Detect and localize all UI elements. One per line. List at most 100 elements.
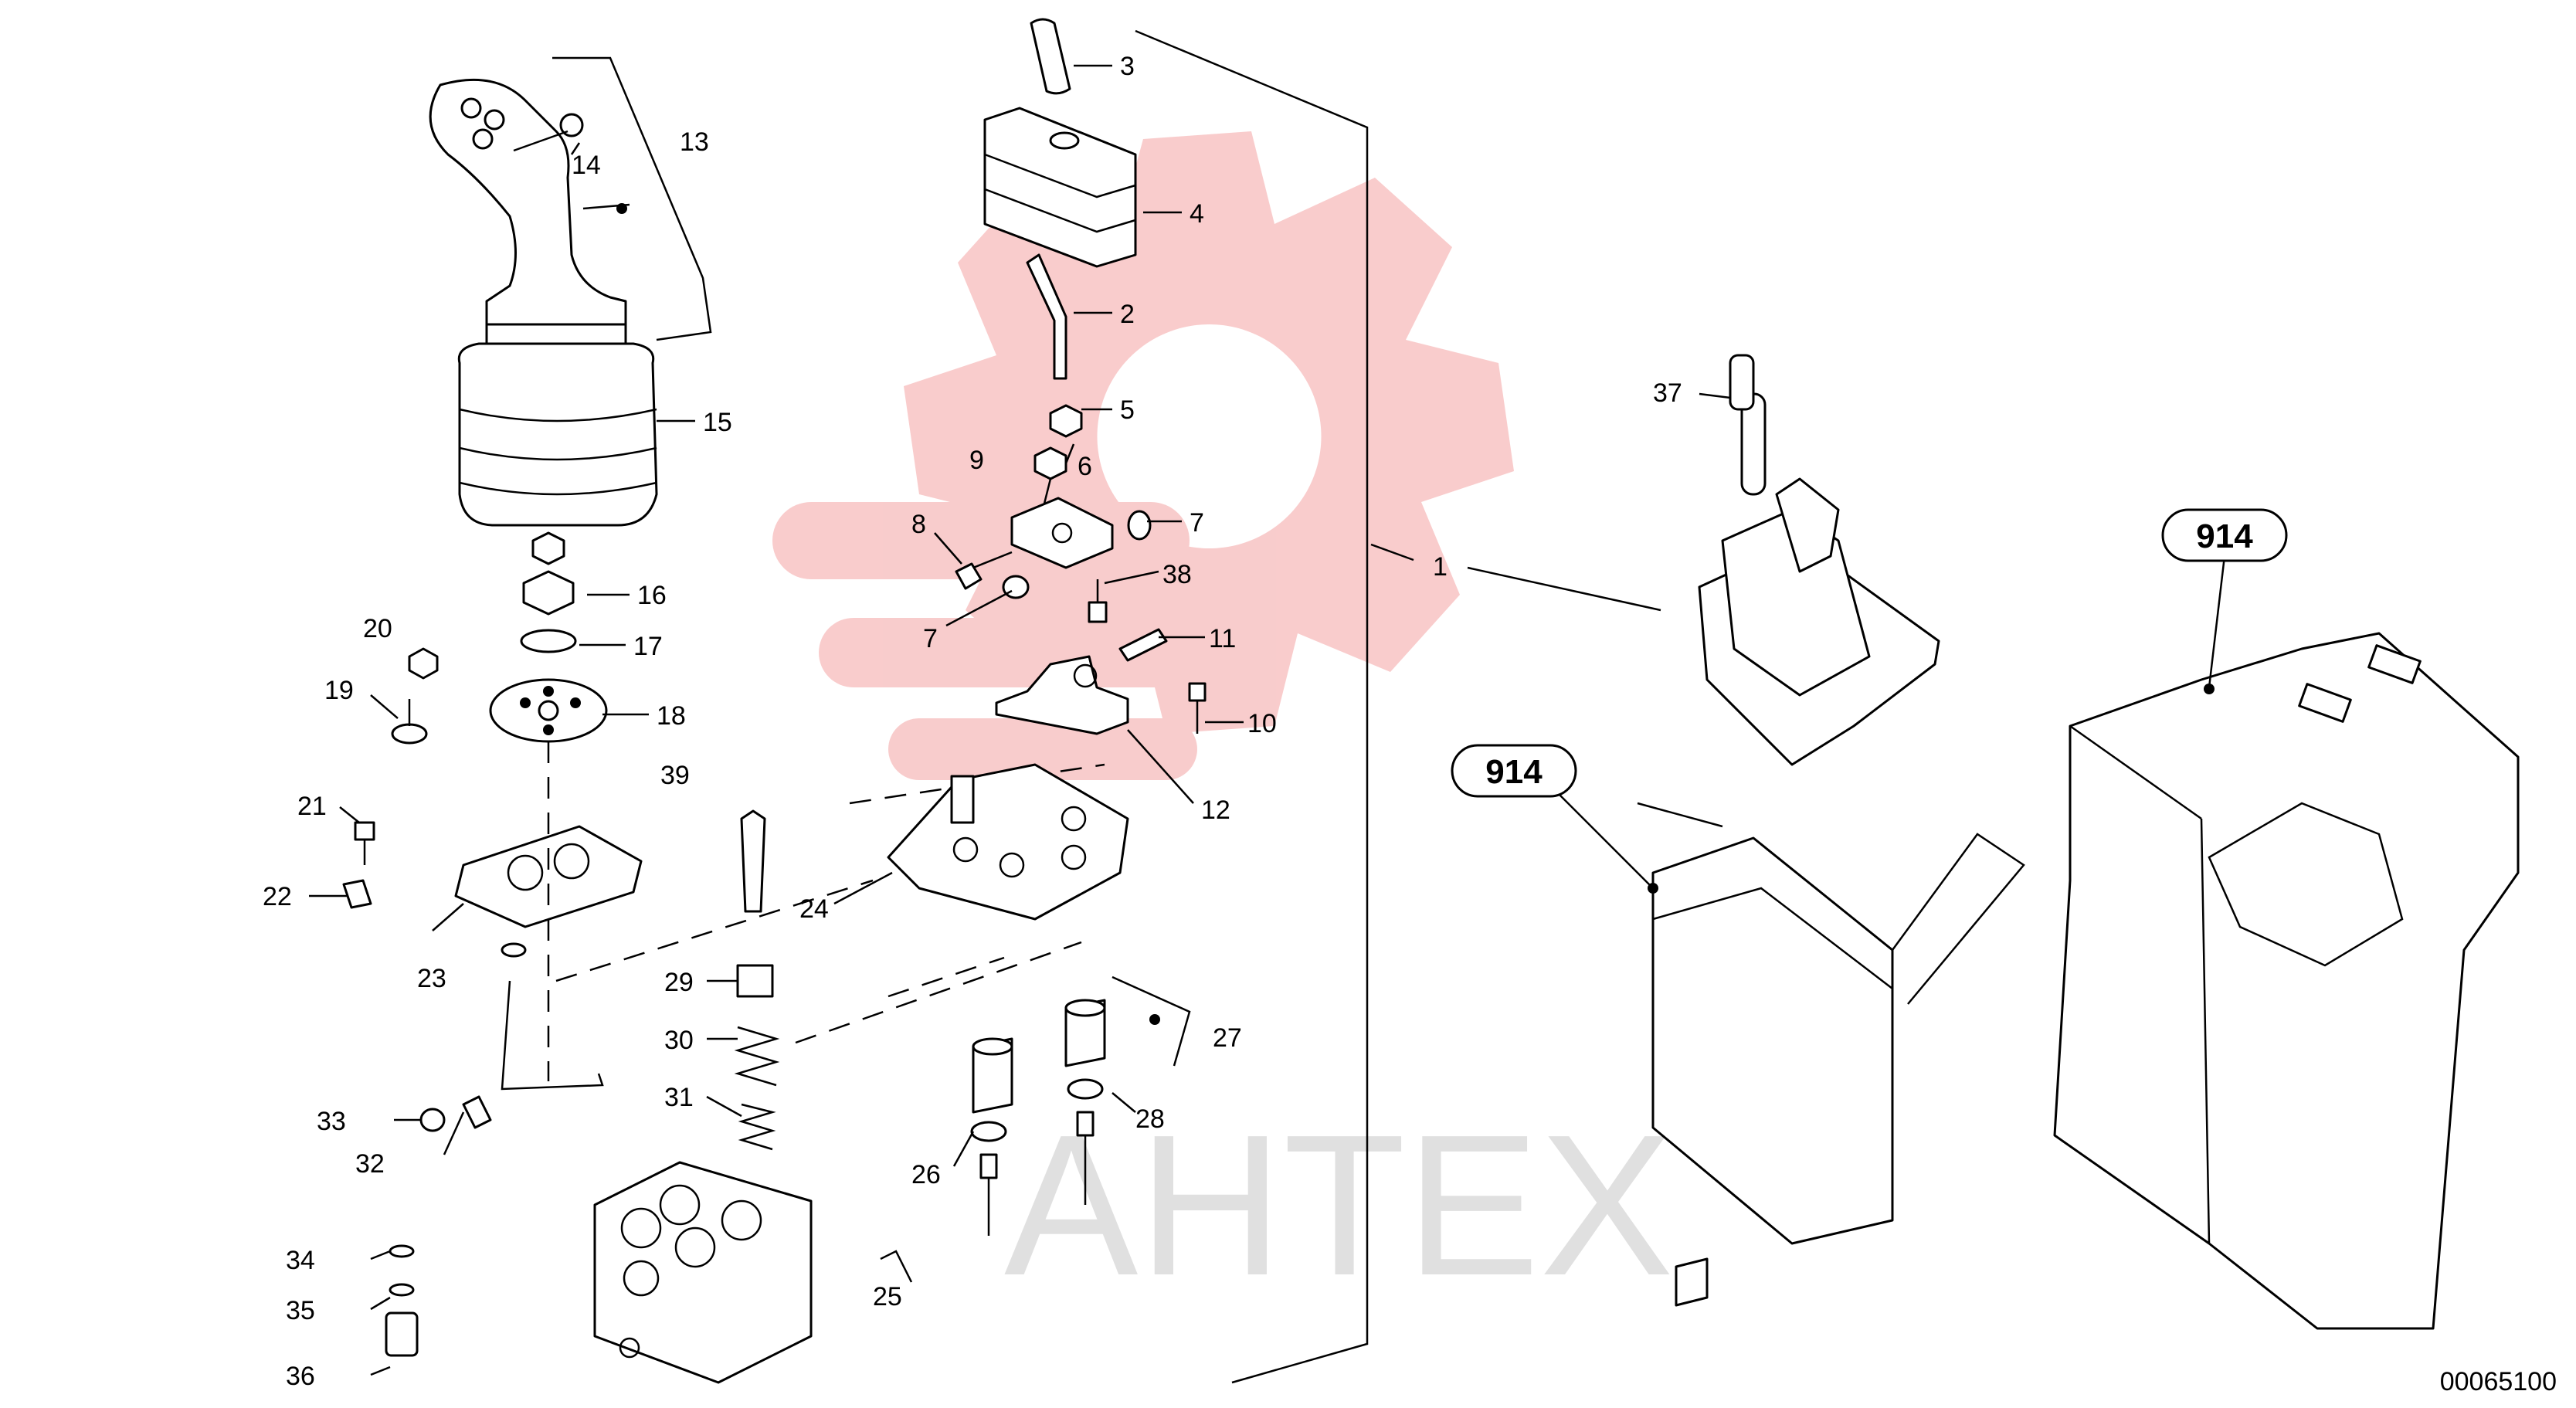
- callout-31: 31: [664, 1083, 694, 1112]
- spring-31: [738, 1103, 776, 1151]
- screw-38: [1088, 601, 1108, 623]
- callout-23: 23: [417, 964, 446, 993]
- callout-labels: 3 4 2 5 9 6 7 8 38 7 11 10 12 1 13 14 15…: [263, 52, 1682, 1391]
- screw-10: [1188, 682, 1207, 702]
- pin-11: [1118, 628, 1168, 662]
- nut-20: [408, 647, 439, 680]
- base-plate-23: [454, 825, 643, 928]
- washer-17: [520, 629, 577, 653]
- callout-13: 13: [680, 127, 709, 157]
- callout-17: 17: [633, 632, 663, 661]
- ring-34: [389, 1244, 415, 1258]
- yoke-12: [995, 655, 1129, 735]
- callout-39: 39: [660, 761, 690, 790]
- plate-24: [887, 763, 1129, 921]
- callout-3: 3: [1120, 52, 1135, 81]
- callout-5: 5: [1120, 395, 1135, 425]
- bracket-32: [462, 1095, 492, 1129]
- bolt-37: [1729, 354, 1755, 411]
- plug-36: [385, 1311, 419, 1357]
- callout-26: 26: [911, 1160, 941, 1189]
- watermark-bar-3: [888, 718, 1197, 780]
- callout-14: 14: [572, 151, 601, 180]
- callout-leaders: [309, 64, 2226, 1376]
- boot-4: [983, 107, 1137, 268]
- callout-36: 36: [286, 1362, 315, 1391]
- callout-20: 20: [363, 614, 392, 643]
- callout-7a: 7: [1190, 508, 1204, 538]
- watermark-text: AHTEX: [1004, 1094, 1674, 1318]
- callout-18: 18: [657, 701, 686, 731]
- callout-4: 4: [1190, 199, 1204, 229]
- callout-34: 34: [286, 1246, 315, 1275]
- washer-7: [1127, 510, 1152, 541]
- watermark-gear-logo: [772, 131, 1514, 780]
- callout-38: 38: [1162, 560, 1192, 589]
- watermark-gear-icon: [904, 131, 1514, 734]
- screw-8: [955, 562, 983, 590]
- nut-9: [1033, 446, 1067, 480]
- nut: [531, 531, 565, 565]
- washer-7b: [1002, 575, 1030, 599]
- screw-33: [419, 1108, 446, 1132]
- left-joystick-assembly: [342, 56, 1105, 1091]
- spring-stud: [950, 775, 975, 824]
- o-ring-28: [1067, 1078, 1104, 1100]
- joystick-handle: [429, 78, 627, 326]
- mounting-bracket: [1651, 836, 1894, 1245]
- joystick-boot: [457, 342, 658, 527]
- callout-27: 27: [1213, 1023, 1242, 1053]
- o-ring-26: [970, 1121, 1007, 1142]
- plunger-cap-29: [736, 964, 774, 998]
- callout-1: 1: [1433, 552, 1448, 582]
- nut-5: [1049, 404, 1083, 438]
- ring-35: [389, 1283, 415, 1297]
- callout-15: 15: [703, 408, 732, 437]
- bracket-6: [1010, 497, 1114, 569]
- right-assembly: [1651, 354, 2520, 1330]
- knob-3: [1030, 18, 1071, 95]
- nut-16: [522, 570, 575, 616]
- screw-19: [391, 723, 428, 745]
- callout-30: 30: [664, 1026, 694, 1055]
- callout-29: 29: [664, 968, 694, 997]
- callout-22: 22: [263, 882, 292, 911]
- callout-33: 33: [317, 1107, 346, 1136]
- callout-24: 24: [799, 894, 829, 924]
- plug: [501, 942, 527, 958]
- callout-10: 10: [1247, 709, 1277, 738]
- handle-button-3: [472, 128, 494, 150]
- lever-2: [1026, 253, 1067, 380]
- clip-22: [342, 879, 372, 909]
- handle-base-plate: [485, 323, 627, 345]
- callout-12: 12: [1201, 796, 1230, 825]
- pin-26: [979, 1153, 998, 1179]
- callout-2: 2: [1120, 300, 1135, 329]
- callout-32: 32: [355, 1149, 385, 1179]
- callout-9: 9: [969, 446, 984, 475]
- handle-button-2: [484, 109, 505, 131]
- handle-button-14: [559, 113, 584, 137]
- drawing-number: 00065100: [2440, 1367, 2557, 1396]
- callout-35: 35: [286, 1296, 315, 1325]
- callout-28: 28: [1135, 1104, 1165, 1134]
- watermark-bar-2: [819, 618, 1190, 687]
- callout-25: 25: [873, 1282, 902, 1311]
- callout-6: 6: [1078, 452, 1092, 481]
- callout-37: 37: [1653, 378, 1682, 408]
- watermark-bar-1: [772, 502, 1190, 579]
- screw-21: [354, 821, 375, 841]
- plunger-stem: [740, 809, 766, 913]
- callout-7b: 7: [923, 624, 938, 653]
- handle-button-1: [460, 97, 482, 119]
- bubble-914-left: 914: [1485, 753, 1543, 791]
- center-assembly: [385, 18, 1369, 1384]
- group-divider: [1135, 29, 1369, 1384]
- bubble-914-right: 914: [2196, 517, 2253, 555]
- console-cover: [2053, 632, 2520, 1330]
- valve-housing: [593, 1161, 813, 1384]
- pin-27: [1076, 1111, 1095, 1137]
- callout-8: 8: [911, 510, 926, 539]
- reference-bubble-right: 914: [2161, 508, 2288, 562]
